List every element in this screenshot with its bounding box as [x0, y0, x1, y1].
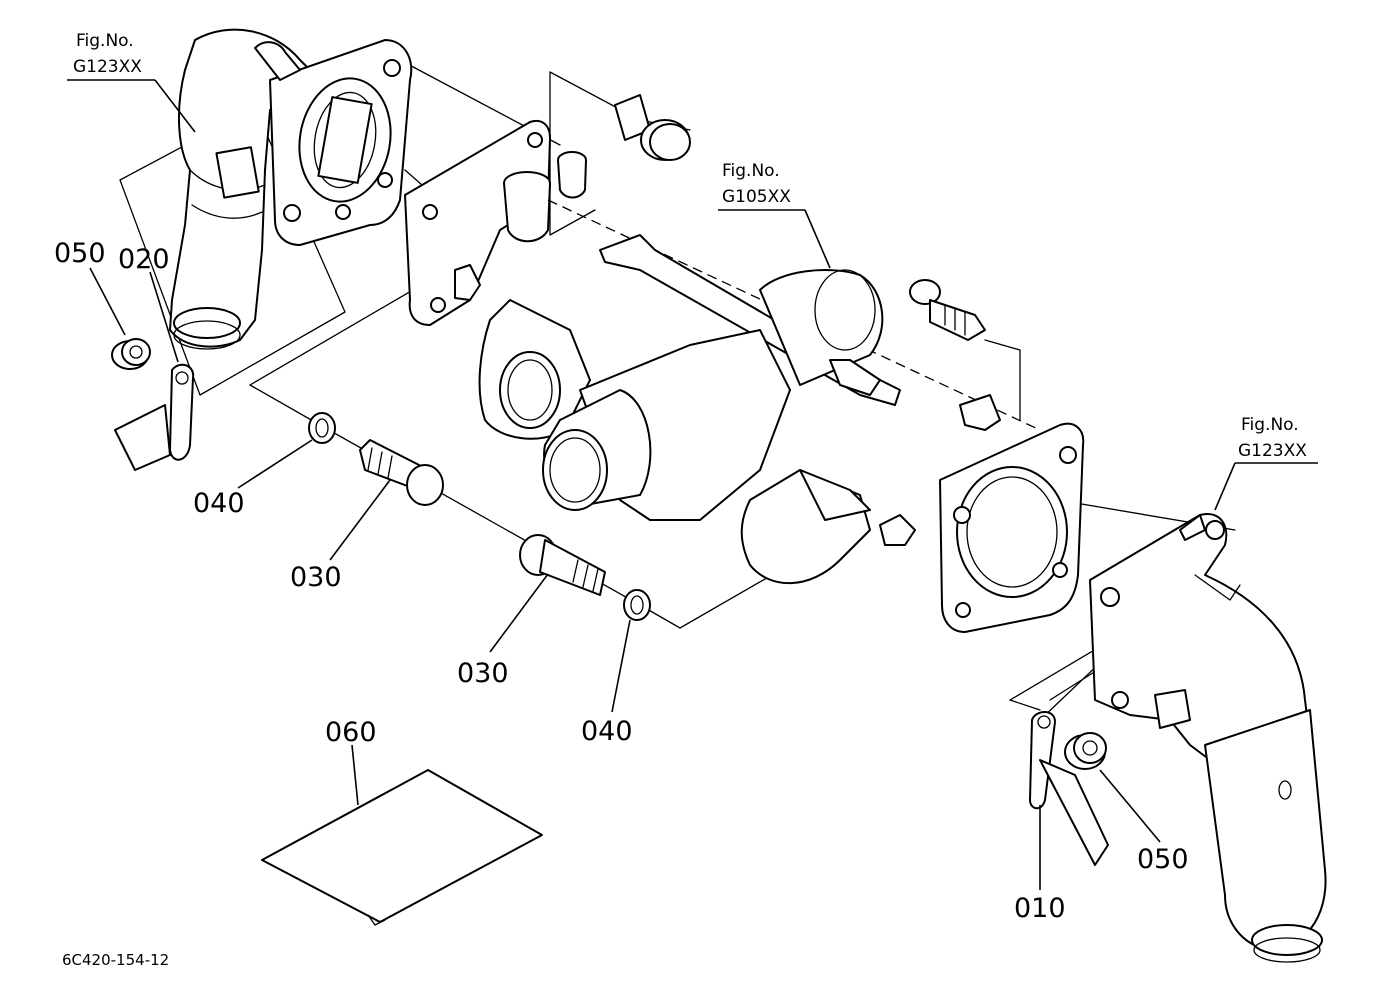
left-elbow-pipe: [169, 28, 413, 350]
washer-040-left: [308, 412, 336, 444]
callout-030-right: 030: [457, 658, 509, 689]
callout-040-left: 040: [193, 488, 245, 519]
plate-010: [1029, 711, 1109, 866]
drawing-code: 6C420-154-12: [62, 951, 169, 969]
drain-plug-bolt: [614, 94, 691, 161]
figure-ref-center: Fig.No. G105XX: [722, 161, 791, 207]
callout-010: 010: [1014, 893, 1066, 924]
figure-ref-left-line2: G123XX: [73, 57, 142, 77]
right-elbow-pipe: [1089, 513, 1327, 963]
leader-lines: [67, 79, 1318, 890]
figure-ref-left-line1: Fig.No.: [76, 31, 134, 51]
callout-020: 020: [118, 244, 170, 275]
bolt-030-right: [519, 534, 606, 596]
nut-050-left: [111, 338, 151, 370]
callout-050-right: 050: [1137, 844, 1189, 875]
sheet-060: [261, 769, 543, 926]
main-manifold-body: [404, 119, 1085, 633]
figure-ref-right-line2: G123XX: [1238, 441, 1307, 461]
washer-040-right: [623, 589, 651, 621]
sensor-bolt: [909, 279, 986, 341]
bolt-030-left: [359, 439, 444, 506]
figure-ref-center-line2: G105XX: [722, 187, 791, 207]
figure-ref-center-line1: Fig.No.: [722, 161, 780, 181]
plate-020: [114, 363, 195, 471]
figure-ref-left: Fig.No. G123XX: [73, 31, 142, 77]
nut-050-right: [1064, 732, 1107, 770]
callout-040-right: 040: [581, 716, 633, 747]
callout-060: 060: [325, 717, 377, 748]
callout-050-left: 050: [54, 238, 106, 269]
callout-030-left: 030: [290, 562, 342, 593]
figure-ref-right-line1: Fig.No.: [1241, 415, 1299, 435]
figure-ref-right: Fig.No. G123XX: [1238, 415, 1307, 461]
